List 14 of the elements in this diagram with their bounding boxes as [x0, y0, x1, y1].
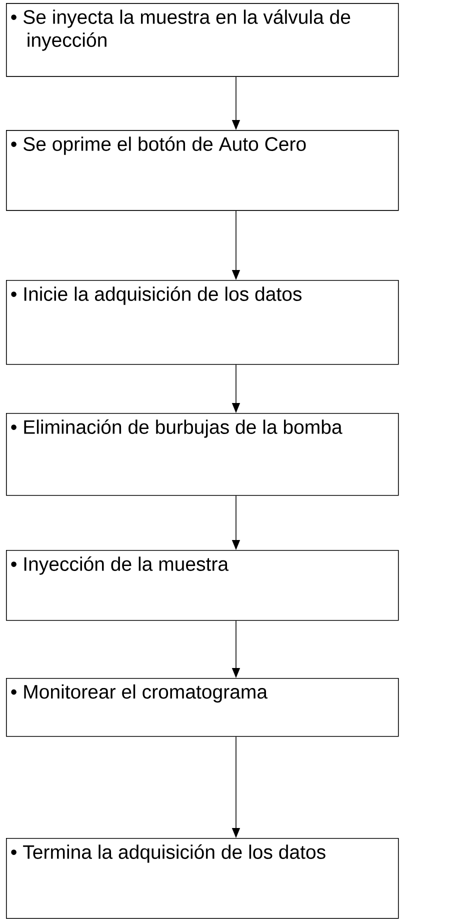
step-text: • Se inyecta la muestra en la válvula de inyección [11, 9, 350, 51]
step-text: • Eliminación de burbujas de la bomba [11, 419, 342, 438]
process-box [6, 280, 399, 365]
process-box [6, 413, 399, 496]
process-box [6, 838, 399, 919]
process-box [6, 130, 399, 211]
step-text: • Se oprime el botón de Auto Cero [11, 136, 306, 155]
step-text: • Inyección de la muestra [11, 556, 229, 575]
step-text: • Termina la adquisición de los datos [11, 844, 326, 863]
process-box [6, 550, 399, 621]
step-text: • Inicie la adquisición de los datos [11, 286, 302, 305]
process-box [6, 678, 399, 737]
process-box [6, 3, 399, 77]
step-text: • Monitorear el cromatograma [11, 684, 268, 703]
